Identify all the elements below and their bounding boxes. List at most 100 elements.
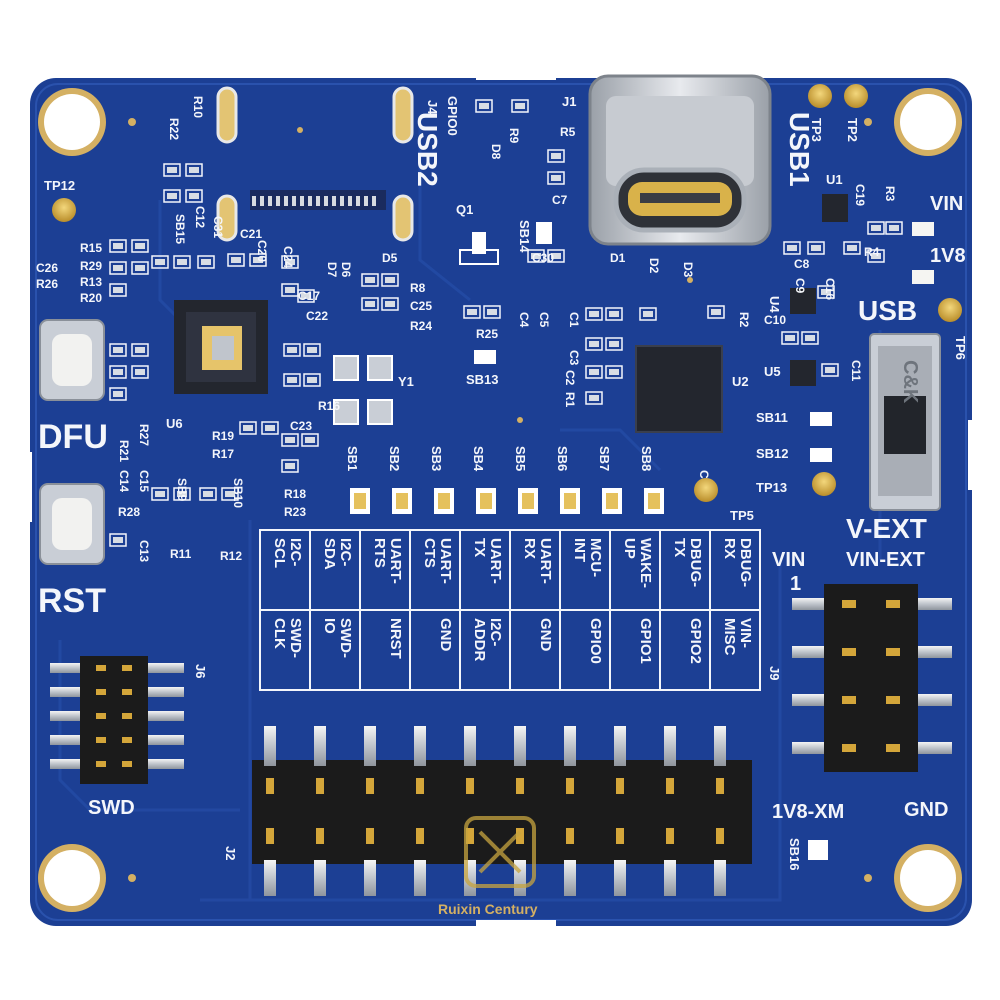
pin-label: ADDR bbox=[471, 618, 488, 661]
header-pin-tip bbox=[96, 713, 106, 719]
header-pin bbox=[264, 726, 276, 766]
pin-label: SWD- bbox=[287, 618, 304, 658]
usb2-pin bbox=[316, 196, 320, 206]
vias bbox=[128, 118, 872, 882]
pin-label: DBUG- bbox=[687, 538, 704, 587]
label-vin-led: VIN bbox=[930, 193, 963, 215]
smd-outline bbox=[585, 391, 603, 405]
smd-outline bbox=[707, 305, 725, 319]
component-label: R26 bbox=[36, 277, 58, 291]
smd-outline bbox=[605, 365, 623, 379]
component-label: R9 bbox=[507, 128, 521, 144]
component-label: SB9 bbox=[175, 478, 189, 502]
smd-outline bbox=[475, 99, 493, 113]
header-pin-tip bbox=[886, 648, 900, 656]
smd-outline bbox=[151, 487, 169, 501]
component-label: R25 bbox=[476, 327, 498, 341]
header-pin bbox=[918, 694, 952, 706]
smd-outline bbox=[361, 297, 379, 311]
watermark-text: Ruixin Century bbox=[438, 901, 538, 917]
header-pin-tip bbox=[842, 744, 856, 752]
component-label: C4 bbox=[517, 312, 531, 328]
smd-outline bbox=[511, 99, 529, 113]
header-pin bbox=[148, 687, 184, 697]
pin-label: UART- bbox=[487, 538, 504, 584]
label-sb16: SB16 bbox=[787, 838, 802, 871]
header-pin bbox=[514, 726, 526, 766]
smd-outline bbox=[173, 255, 191, 269]
header-pin-tip bbox=[886, 600, 900, 608]
smd-outline bbox=[867, 249, 885, 263]
smd-part bbox=[467, 309, 477, 315]
component-label: R22 bbox=[167, 118, 181, 140]
header-pin bbox=[664, 726, 676, 766]
smd-part bbox=[285, 463, 295, 469]
header-pin-tip bbox=[366, 778, 374, 794]
smd-part bbox=[285, 259, 295, 265]
label-rst: RST bbox=[38, 582, 106, 620]
label-u5: U5 bbox=[764, 364, 781, 379]
pcb-board bbox=[30, 78, 972, 926]
smd-outline bbox=[817, 285, 835, 299]
header-pin bbox=[918, 598, 952, 610]
edge-notches bbox=[24, 72, 976, 928]
smd-outline bbox=[109, 283, 127, 297]
component-label: R2 bbox=[737, 312, 751, 328]
smd-outline bbox=[483, 305, 501, 319]
smd-outline bbox=[173, 487, 191, 501]
component-label: R20 bbox=[80, 291, 102, 305]
pin-label: NRST bbox=[387, 618, 404, 659]
rst-button[interactable] bbox=[39, 483, 105, 565]
header-pin-tip bbox=[122, 761, 132, 767]
component-label: C1 bbox=[567, 312, 581, 328]
smd-part bbox=[113, 243, 123, 249]
component-label: C10 bbox=[764, 313, 786, 327]
smd-part bbox=[479, 103, 489, 109]
usb-c-connector-j1 bbox=[588, 74, 772, 246]
header-pin bbox=[792, 742, 824, 754]
smd-outline bbox=[381, 297, 399, 311]
header-pin-tip bbox=[96, 689, 106, 695]
slide-switch-v-ext[interactable] bbox=[869, 333, 941, 511]
component-label: SB15 bbox=[173, 214, 187, 244]
pin-label: SDA bbox=[321, 538, 338, 570]
component-label: R28 bbox=[118, 505, 140, 519]
component-label: C15 bbox=[137, 470, 151, 492]
header-pin-tip bbox=[96, 665, 106, 671]
label-swd: SWD bbox=[88, 797, 135, 819]
smd-part bbox=[301, 293, 311, 299]
component-label: D3 bbox=[681, 262, 695, 278]
solder-bridge-sb13 bbox=[474, 350, 496, 364]
header-pin-tip bbox=[266, 778, 274, 794]
component-label: D2 bbox=[647, 258, 661, 274]
label-usb: USB bbox=[858, 295, 917, 326]
test-pad-tp5 bbox=[694, 478, 718, 502]
label-tp3: TP3 bbox=[809, 118, 824, 142]
dfu-button[interactable] bbox=[39, 319, 105, 401]
label-tp6: TP6 bbox=[953, 336, 968, 360]
header-pin-tip bbox=[566, 828, 574, 844]
label-sb12: SB12 bbox=[756, 446, 789, 461]
label-dfu: DFU bbox=[38, 418, 108, 456]
pin-label: DBUG- bbox=[737, 538, 754, 587]
smd-outline bbox=[109, 239, 127, 253]
header-pin-tip bbox=[466, 778, 474, 794]
component-label: SB10 bbox=[231, 478, 245, 508]
smd-part bbox=[265, 425, 275, 431]
header-pin bbox=[148, 711, 184, 721]
smd-components bbox=[109, 99, 903, 547]
smd-outline bbox=[781, 331, 799, 345]
smd-part bbox=[847, 245, 857, 251]
header-pin bbox=[664, 860, 676, 896]
component-label: R17 bbox=[212, 447, 234, 461]
header-pin bbox=[414, 726, 426, 766]
pin-label: CTS bbox=[421, 538, 438, 568]
smd-outline bbox=[197, 255, 215, 269]
pin-label: MCU- bbox=[587, 538, 604, 577]
smd-outline bbox=[867, 221, 885, 235]
test-pad-tp13 bbox=[812, 472, 836, 496]
smd-outline bbox=[547, 171, 565, 185]
smd-outline bbox=[249, 253, 267, 267]
smd-part bbox=[785, 335, 795, 341]
